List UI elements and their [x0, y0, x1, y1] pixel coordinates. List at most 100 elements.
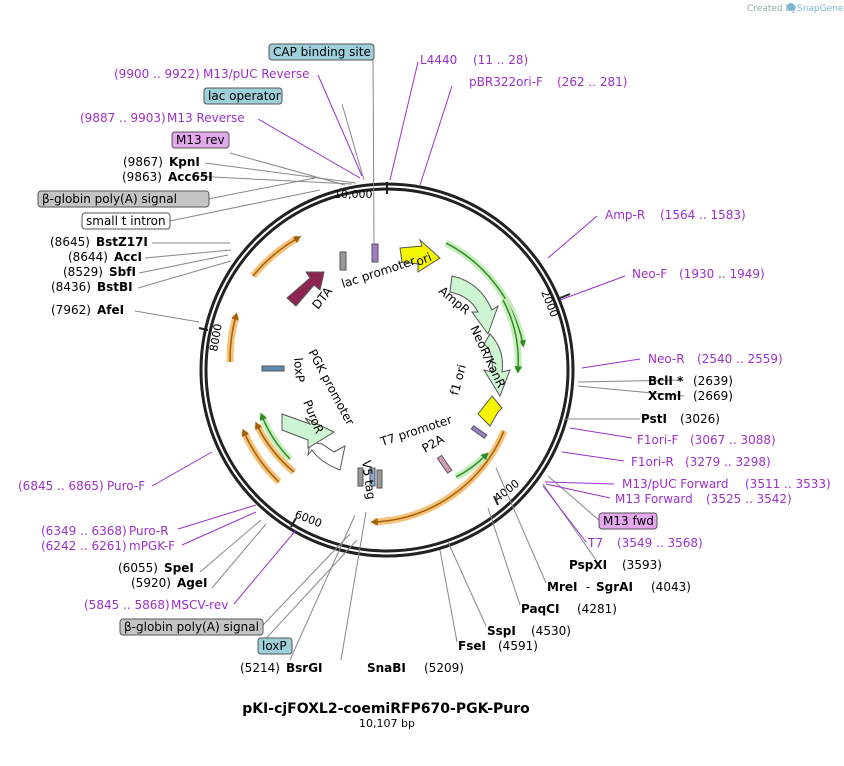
primer-m13-fwd-name: M13 Forward [615, 492, 693, 506]
enzyme-afei-pos: (7962) [51, 303, 91, 317]
m13-fwd-label: M13 fwd [603, 514, 654, 528]
primer-pbr322-range: (262 .. 281) [557, 75, 627, 89]
tick-8000: 8000 [207, 323, 225, 353]
lac-operator-box [203, 87, 283, 105]
enzyme-agei-pos: (5920) [131, 576, 171, 590]
beta-globin-label-2: β-globin poly(A) signal [124, 620, 259, 634]
enzyme-xcmi-pos: (2669) [693, 389, 733, 403]
primer-ampr-range: (1564 .. 1583) [660, 208, 746, 222]
enzyme-mrei-name: MreI [547, 580, 577, 594]
primer-neof-name: Neo-F [632, 267, 667, 281]
plasmid-title: pKI-cjFOXL2-coemiRFP670-PGK-Puro [242, 701, 530, 717]
tick-4000: 4000 [492, 477, 522, 504]
enzyme-agei-name: AgeI [177, 576, 207, 590]
enzyme-fsei-name: FseI [458, 639, 486, 653]
v5tag-label: V5 tag [359, 459, 378, 500]
loxp-label: loxP [291, 357, 307, 383]
enzyme-sspi-pos: (4530) [531, 624, 571, 638]
enzyme-spei-pos: (6055) [118, 561, 158, 575]
primer-pbr322-name: pBR322ori-F [469, 75, 543, 89]
beta-globin-box-1 [37, 190, 210, 208]
enzyme-sspi-name: SspI [487, 624, 516, 638]
primer-mpgkf-range: (6242 .. 6261) [41, 539, 127, 553]
enzyme-paqci-name: PaqCI [521, 602, 559, 616]
enzyme-bcli-pos: (2639) [693, 374, 733, 388]
enzyme-sgrai-name: SgrAI [596, 580, 633, 594]
enzyme-spei-name: SpeI [164, 561, 194, 575]
enzyme-fsei-pos: (4591) [498, 639, 538, 653]
primer-neof-range: (1930 .. 1949) [679, 267, 765, 281]
primer-mpgkf-name: mPGK-F [129, 539, 175, 553]
primer-l4440-range: (11 .. 28) [473, 53, 528, 67]
enzyme-snabi-pos: (5209) [424, 661, 464, 675]
ampr-feature [449, 275, 499, 336]
cap-binding-site-label: CAP binding site [273, 45, 371, 59]
primer-t7-range: (3549 .. 3568) [617, 536, 703, 550]
f1ori-feature [477, 395, 503, 427]
enzyme-bcli-name: BclI * [648, 374, 684, 388]
enzyme-acci-name: AccI [114, 250, 142, 264]
enzyme-paqci-pos: (4281) [577, 602, 617, 616]
v5-feature-c [376, 469, 383, 489]
backbone-ring [199, 182, 575, 558]
t7-promoter-feature [470, 425, 488, 439]
loxp-box [257, 637, 293, 655]
primer-neor-name: Neo-R [648, 352, 685, 366]
primer-puror-range: (6349 .. 6368) [41, 524, 127, 538]
small-t-intron-box [81, 212, 171, 230]
primer-m13puc-fwd-range: (3511 .. 3533) [745, 477, 831, 491]
enzyme-bstbi-name: BstBI [97, 280, 133, 294]
enzyme-bsrgi-name: BsrGI [286, 661, 323, 675]
beta-globin-label-1: β-globin poly(A) signal [42, 192, 177, 206]
snapgene-brand: SnapGene [797, 4, 844, 14]
p2a-feature [436, 454, 453, 474]
loxp-box-label: loxP [262, 639, 287, 653]
primer-neor-range: (2540 .. 2559) [697, 352, 783, 366]
primer-purof-name: Puro-F [107, 479, 145, 493]
primer-m13-rev-range: (9887 .. 9903) [80, 111, 166, 125]
enzyme-acci-pos: (8644) [68, 250, 108, 264]
enzyme-bsrgi-pos: (5214) [240, 661, 280, 675]
primer-m13-rev-name: M13 Reverse [167, 111, 245, 125]
primer-puror-name: Puro-R [129, 524, 169, 538]
lac-promoter-feature [371, 243, 379, 263]
primer-f1orir-range: (3279 .. 3298) [685, 455, 771, 469]
primer-l4440-name: L4440 [420, 53, 457, 67]
v5-feature-b [369, 467, 376, 487]
ori-feature [399, 238, 441, 273]
primer-msvc-range: (5845 .. 5868) [84, 598, 170, 612]
m13-rev-label: M13 rev [176, 133, 225, 147]
enzyme-acc65i-name: Acc65I [168, 170, 213, 184]
v5-feature-a [357, 467, 364, 487]
plasmid-length: 10,107 bp [359, 717, 415, 730]
puror-arrow-white [307, 441, 346, 471]
connector-lines [134, 57, 685, 661]
enzyme-bstz17i-name: BstZ17I [96, 235, 148, 249]
enzyme-afei-name: AfeI [97, 303, 124, 317]
primer-m13puc-rev-range: (9900 .. 9922) [114, 67, 200, 81]
ori-label: ori [414, 250, 434, 269]
created-by-label: Created by [747, 4, 797, 14]
orf-arcs [226, 234, 527, 526]
neor-feature [482, 333, 511, 398]
f1ori-label: f1 ori [447, 363, 469, 397]
enzyme-sbfi-pos: (8529) [63, 265, 103, 279]
primer-f1orif-name: F1ori-F [637, 433, 678, 447]
m13-rev-box [171, 131, 230, 149]
primer-m13puc-fwd-name: M13/pUC Forward [622, 477, 729, 491]
primer-m13-fwd-range: (3525 .. 3542) [706, 492, 792, 506]
enzyme-mrei-pos: (4043) [651, 580, 691, 594]
primer-f1orif-range: (3067 .. 3088) [690, 433, 776, 447]
primer-t7-name: T7 [587, 536, 603, 550]
enzyme-bstz17i-pos: (8645) [50, 235, 90, 249]
enzyme-psti-pos: (3026) [680, 412, 720, 426]
primer-f1orir-name: F1ori-R [631, 455, 674, 469]
loxp-feature [261, 365, 285, 372]
lac-small-feature [339, 251, 347, 271]
enzyme-xcmi-name: XcmI [648, 389, 681, 403]
enzyme-snabi-name: SnaBI [367, 661, 406, 675]
m13-fwd-box [598, 512, 658, 530]
primer-purof-range: (6845 .. 6865) [18, 479, 104, 493]
small-t-intron-label: small t intron [86, 214, 166, 228]
